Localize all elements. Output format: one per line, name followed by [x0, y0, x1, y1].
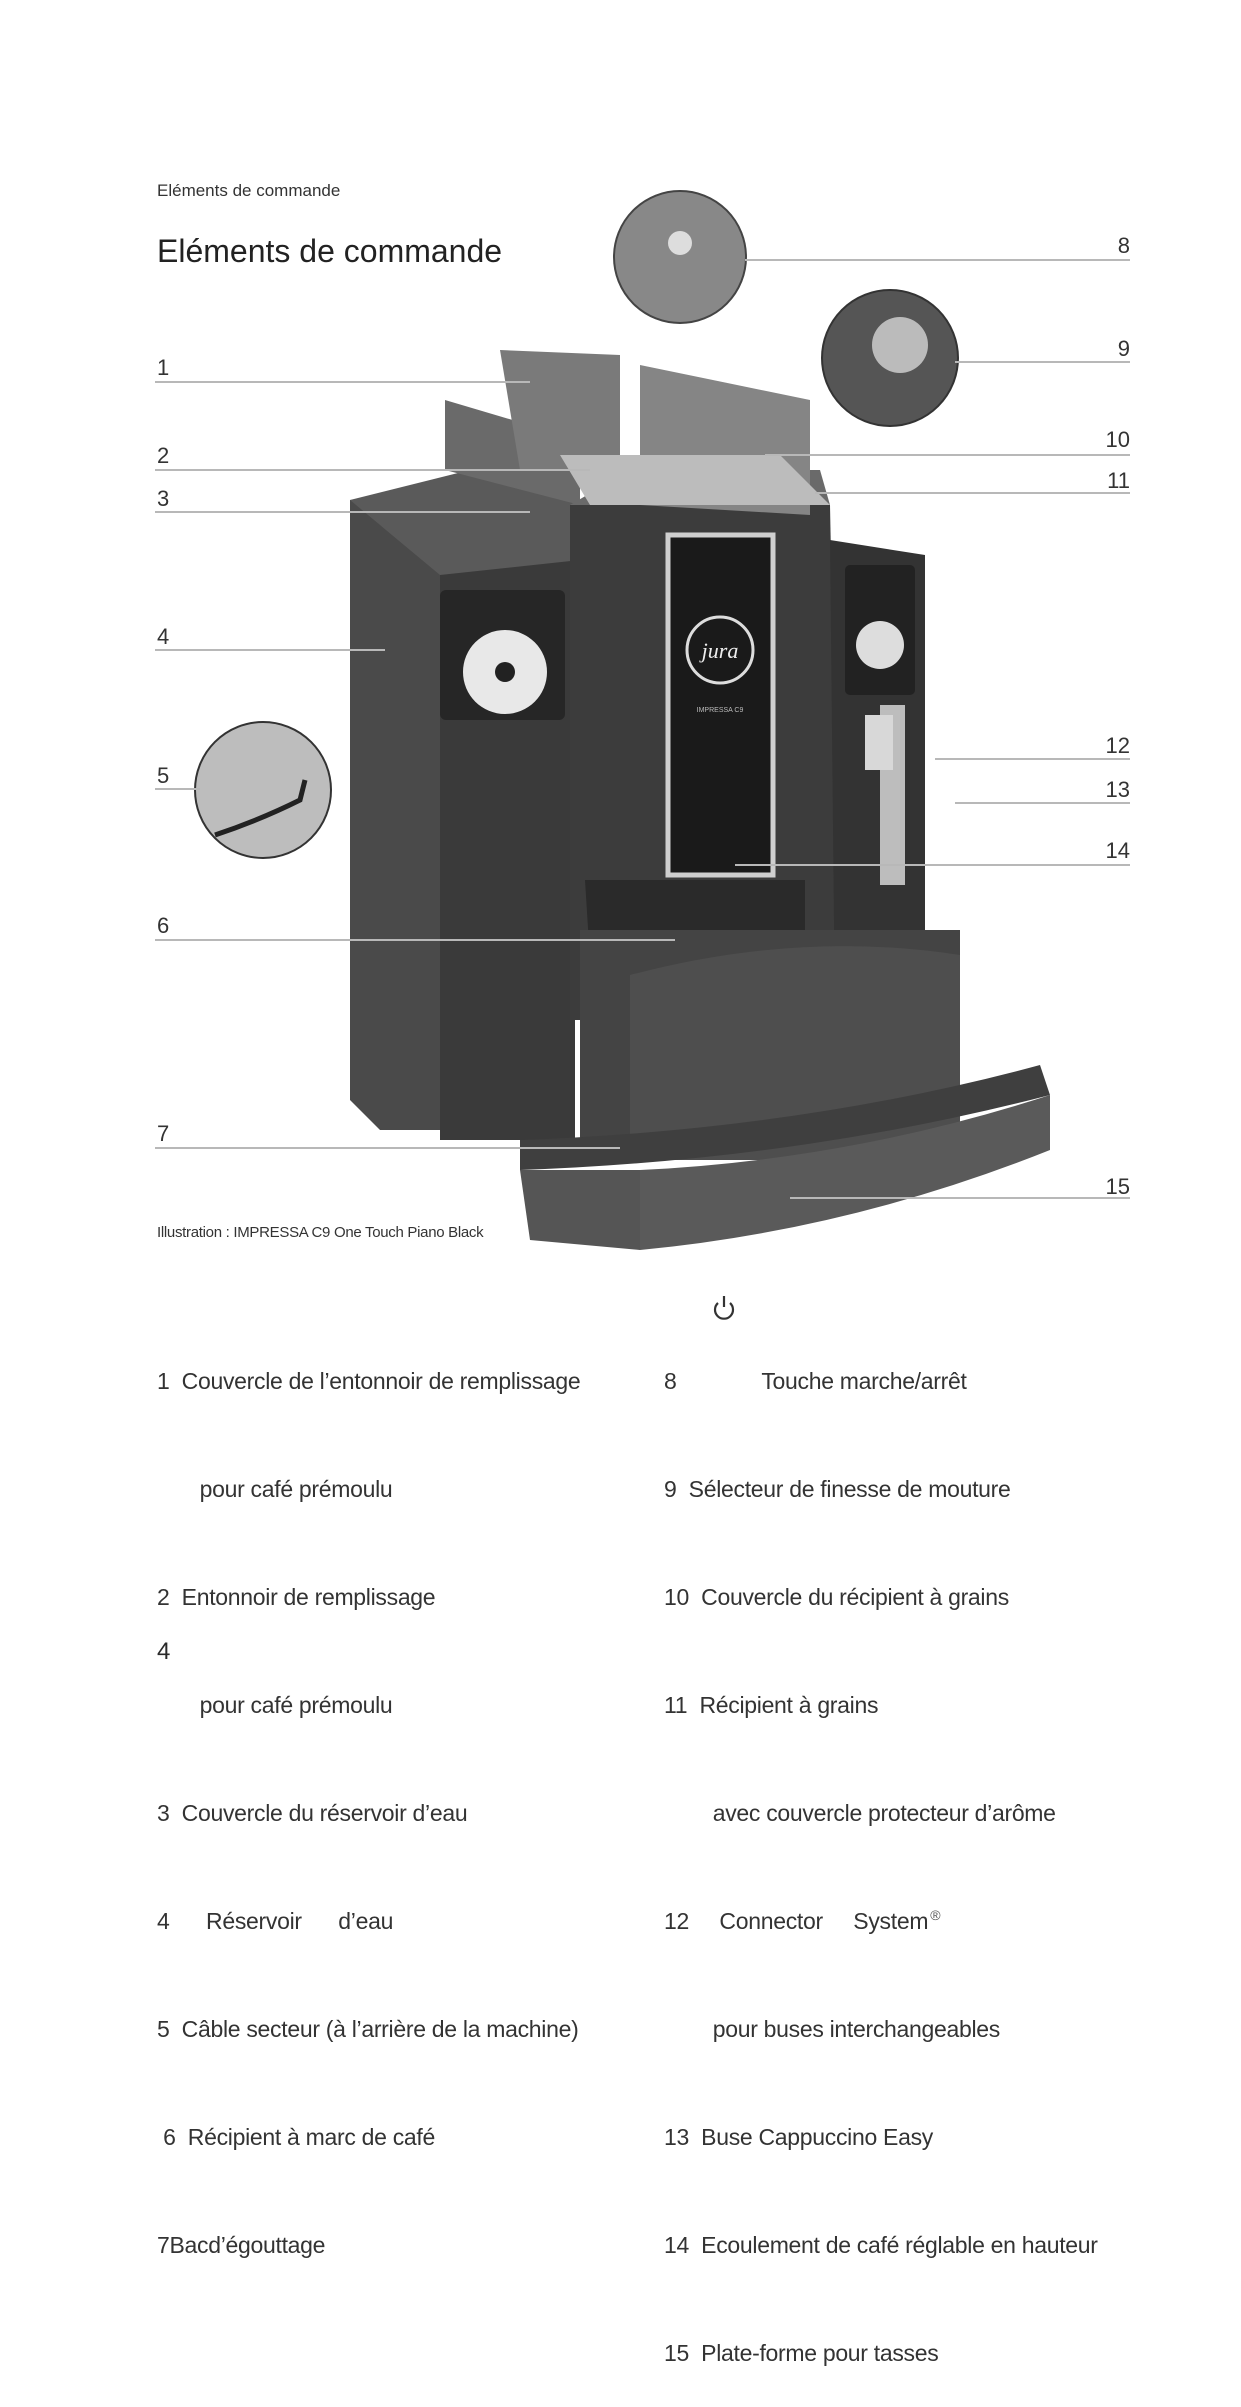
legend-line: 2 Entonnoir de remplissage — [157, 1584, 436, 1610]
legend-right-column: 8 Touche marche/arrêt 9 Sélecteur de fin… — [664, 1291, 1098, 2407]
legend-line: 3 Couvercle du réservoir d’eau — [157, 1800, 468, 1826]
callout-10: 10 — [1105, 427, 1130, 452]
callout-12: 12 — [1105, 733, 1130, 758]
legend-line: 11 Récipient à grains — [664, 1692, 879, 1718]
legend-line: 10 Couvercle du récipient à grains — [664, 1584, 1009, 1610]
legend-line: 8 Touche marche/arrêt — [664, 1368, 967, 1394]
legend-line: 1 Couvercle de l’entonnoir de remplissag… — [157, 1368, 581, 1394]
registered-mark: ® — [930, 1907, 941, 1924]
callout-7: 7 — [157, 1121, 170, 1146]
callout-3: 3 — [157, 486, 170, 511]
page-title: Eléments de commande — [157, 233, 503, 269]
callout-2: 2 — [157, 443, 170, 468]
callout-11: 11 — [1107, 468, 1130, 493]
callout-6: 6 — [157, 913, 170, 938]
illustration-caption: Illustration : IMPRESSA C9 One Touch Pia… — [157, 1224, 484, 1241]
legend-line: pour café prémoulu — [157, 1692, 393, 1718]
legend-line: 7Bacd’égouttage — [157, 2232, 326, 2258]
legend-line: avec couvercle protecteur d’arôme — [664, 1800, 1056, 1826]
legend-line: pour buses interchangeables — [664, 2016, 1001, 2042]
running-header: Eléments de commande — [157, 181, 341, 200]
leader-lines — [155, 259, 1130, 1199]
coffee-machine-illustration: jura IMPRESSA C9 — [155, 190, 1130, 1250]
legend-line: pour café prémoulu — [157, 1476, 393, 1502]
callout-15: 15 — [1105, 1174, 1130, 1199]
model-label: IMPRESSA C9 — [697, 707, 744, 714]
callout-8: 8 — [1117, 233, 1130, 258]
legend-line: 5 Câble secteur (à l’arrière de la machi… — [157, 2016, 579, 2042]
page-number: 4 — [157, 1638, 171, 1665]
legend-line: 9 Sélecteur de finesse de mouture — [664, 1476, 1011, 1502]
legend-line-connector-system: 12 Connector System® — [664, 1903, 1098, 1939]
legend-line: 12 Connector System — [664, 1908, 929, 1934]
legend-line: 6 Récipient à marc de café — [157, 2124, 435, 2150]
callout-4: 4 — [157, 624, 170, 649]
legend-line: 13 Buse Cappuccino Easy — [664, 2124, 933, 2150]
callout-13: 13 — [1105, 777, 1130, 802]
legend-line: 14 Ecoulement de café réglable en hauteu… — [664, 2232, 1098, 2258]
legend-line: 4 Réservoir d’eau — [157, 1908, 394, 1934]
legend-line: 15 Plate-forme pour tasses — [664, 2340, 939, 2366]
legend-left-column: 1 Couvercle de l’entonnoir de remplissag… — [157, 1291, 581, 2299]
jura-logo: jura — [699, 638, 739, 663]
callout-14: 14 — [1105, 838, 1130, 863]
callout-1: 1 — [157, 355, 170, 380]
callout-9: 9 — [1117, 336, 1130, 361]
callout-5: 5 — [157, 763, 170, 788]
